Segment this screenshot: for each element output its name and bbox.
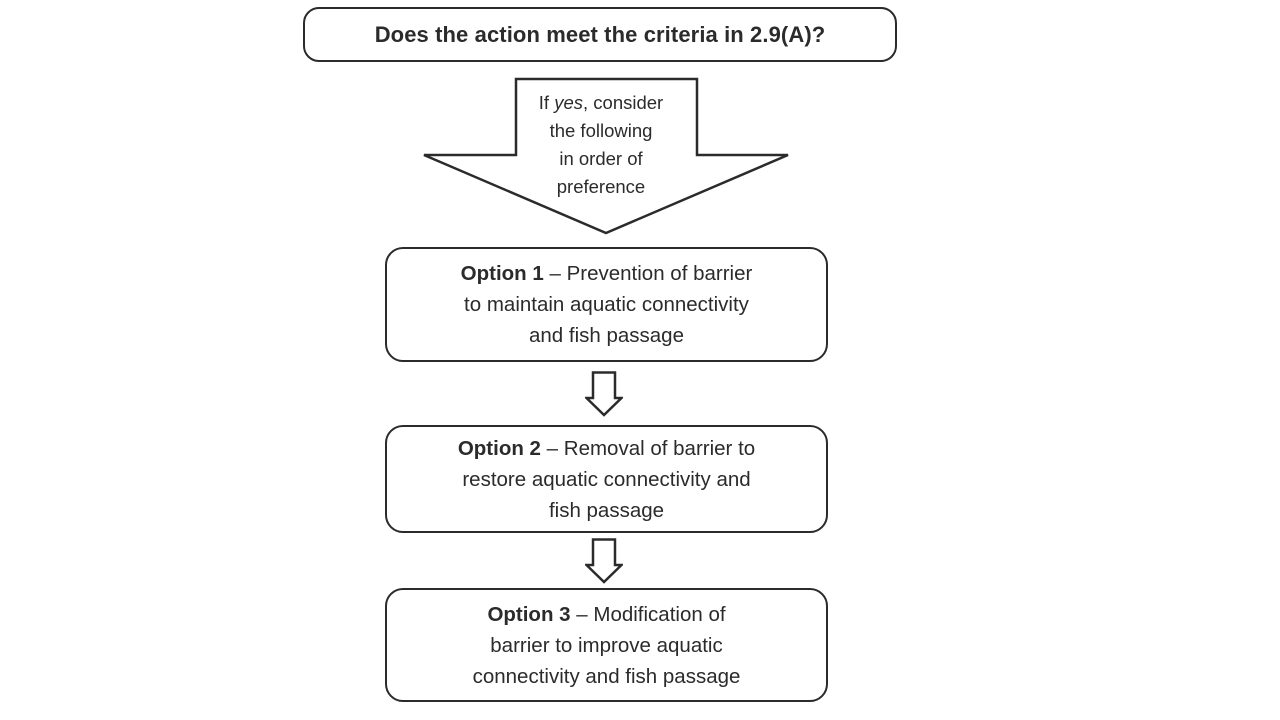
down-arrow-shape [585, 538, 623, 584]
option-2-line-2: restore aquatic connectivity and [462, 467, 751, 491]
big-down-arrow-shape [423, 77, 789, 235]
option-3-text: Option 3 – Modification of barrier to im… [473, 599, 741, 692]
condition-line-4: preference [556, 176, 646, 197]
condition-line-2: the following [549, 120, 653, 141]
down-arrow-shape [585, 371, 623, 417]
option-3-line-3: connectivity and fish passage [472, 664, 741, 688]
option-1-text: Option 1 – Prevention of barrier to main… [461, 258, 753, 351]
option-1-box: Option 1 – Prevention of barrier to main… [385, 247, 828, 362]
option-2-box: Option 2 – Removal of barrier to restore… [385, 425, 828, 533]
option-3-box: Option 3 – Modification of barrier to im… [385, 588, 828, 702]
option-2-line-3: fish passage [548, 498, 665, 522]
condition-text: If yes, consider the following in order … [440, 89, 762, 201]
down-arrow-icon [585, 538, 623, 584]
condition-line-3: in order of [559, 148, 643, 169]
down-arrow-icon [585, 371, 623, 417]
question-text: Does the action meet the criteria in 2.9… [374, 21, 826, 47]
condition-line-1: If yes, consider [538, 92, 664, 113]
option-3-line-1: Option 3 – Modification of [487, 602, 726, 626]
option-1-line-2: to maintain aquatic connectivity [464, 293, 749, 316]
option-3-line-2: barrier to improve aquatic [490, 633, 723, 657]
option-2-text: Option 2 – Removal of barrier to restore… [458, 433, 755, 526]
option-2-line-1: Option 2 – Removal of barrier to [457, 436, 756, 460]
big-down-arrow-icon [423, 77, 789, 235]
option-1-line-3: and fish passage [528, 324, 684, 347]
question-box: Does the action meet the criteria in 2.9… [303, 7, 897, 62]
option-1-line-1: Option 1 – Prevention of barrier [460, 262, 753, 285]
